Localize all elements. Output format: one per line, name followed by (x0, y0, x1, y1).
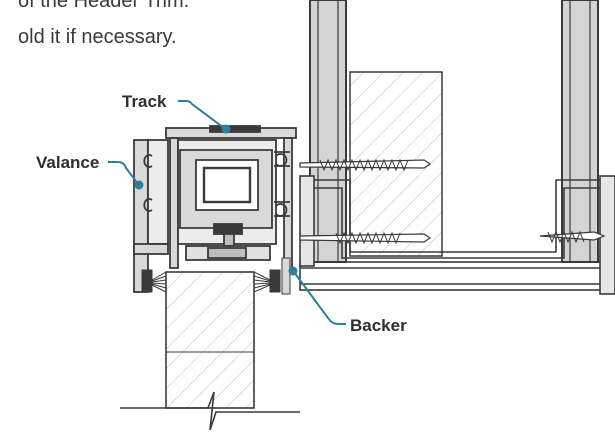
valance-leader-line (108, 161, 139, 185)
door-panel (120, 271, 300, 431)
brush-seal-right (253, 257, 291, 295)
backer-leader-dot (288, 266, 298, 276)
header-trim-channel (300, 179, 615, 259)
intro-text-line-1: of the Header Trim. (18, 0, 190, 12)
wall-stud-left (309, 0, 347, 263)
screw-upper (299, 158, 432, 172)
track-leader-line (178, 100, 225, 129)
valance-profile (133, 139, 169, 293)
screw-lower-left (299, 231, 432, 245)
brush-seal-left (141, 269, 167, 293)
sill-rails (299, 175, 615, 295)
valance-label: Valance (36, 153, 100, 172)
intro-text-line-2: old it if necessary. (18, 26, 177, 48)
track-assembly (165, 125, 297, 269)
backer-leader-line (293, 271, 346, 325)
backer-label: Backer (350, 316, 407, 335)
valance-leader-dot (134, 180, 144, 190)
track-leader-dot (221, 124, 231, 134)
track-label: Track (122, 92, 167, 111)
wall-stud-right (561, 0, 599, 263)
screw-lower-right (539, 230, 606, 244)
